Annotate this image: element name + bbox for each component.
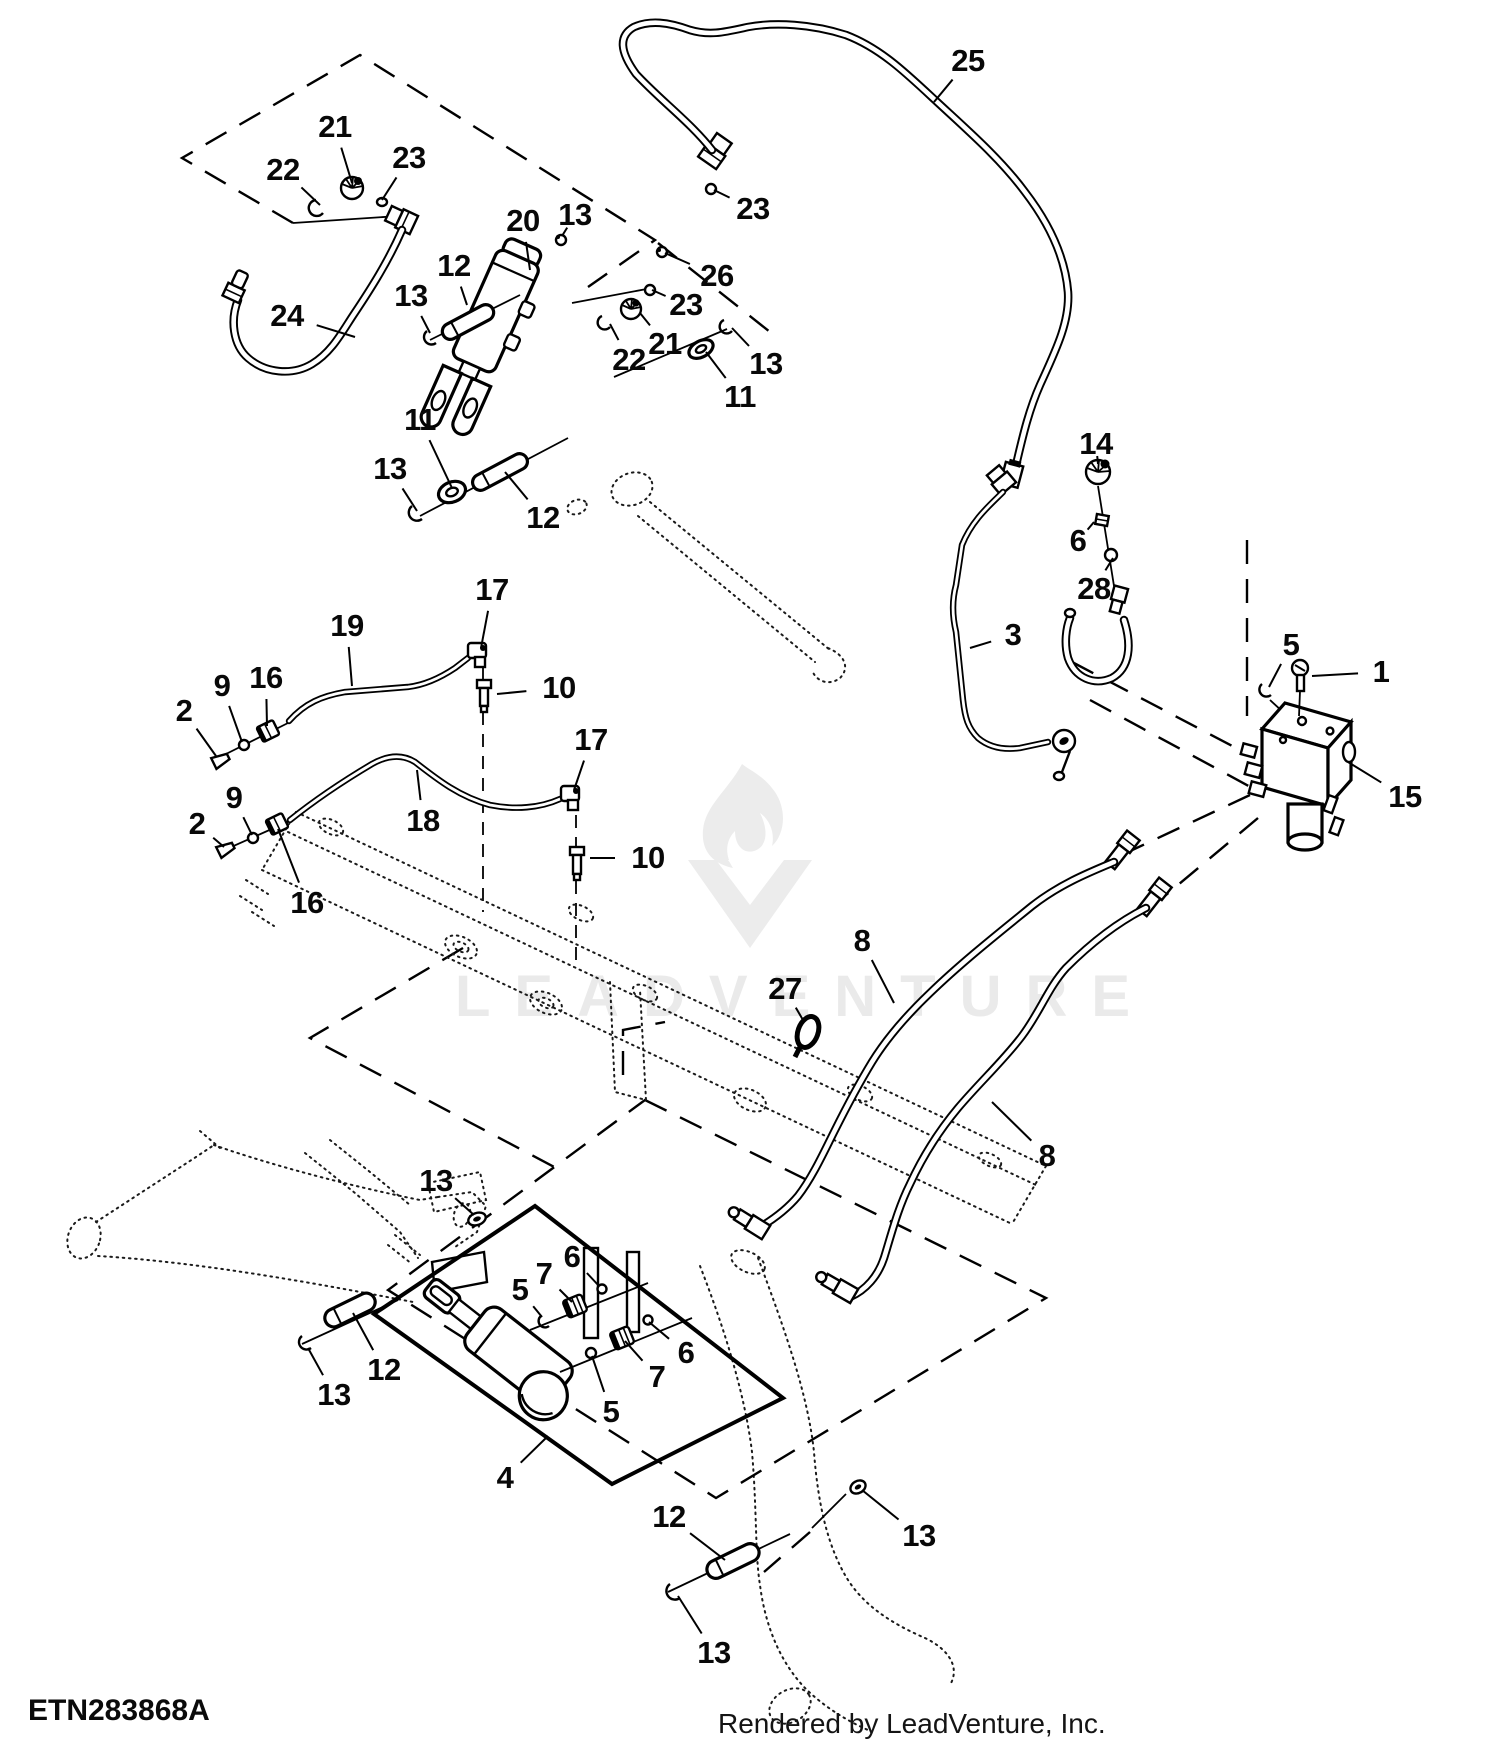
fitting-14-chain [1061,458,1133,686]
callout-26: 26 [700,258,734,293]
callout-13: 13 [419,1163,453,1198]
ghost-bellcrank [566,471,847,684]
alignment-dashes [179,53,1285,1573]
callout-6: 6 [1069,523,1087,558]
bolt-10b [568,845,586,882]
hose-8-right [815,875,1174,1305]
callout-6: 6 [563,1239,581,1274]
ghost-rockshaft [66,1130,488,1303]
render-credit: Rendered by LeadVenture, Inc. [718,1708,1106,1739]
callout-13: 13 [317,1377,351,1412]
fitting-21a [339,175,365,201]
callout-11: 11 [404,402,436,437]
callout-23: 23 [669,287,703,322]
callout-25: 25 [951,43,985,78]
callout-leader-lines [195,78,1382,1635]
drawing-number: ETN283868A [28,1694,210,1727]
clevis-fitting-chain [554,182,733,378]
pin-12-bottom [665,1533,791,1601]
washer-13-bottom-right [811,1479,867,1529]
callout-9: 9 [225,780,243,815]
callout-12: 12 [526,500,560,535]
callout-28: 28 [1077,571,1111,606]
callout-2: 2 [175,693,193,728]
callout-19: 19 [330,608,364,643]
callout-13: 13 [902,1518,936,1553]
callout-16: 16 [249,660,283,695]
ghost-mounting-bracket [239,811,1047,1225]
hose-25 [618,18,1073,490]
hose-24-assembly [220,175,420,376]
callout-5: 5 [511,1272,529,1307]
elbow-17a [466,641,488,669]
callout-22: 22 [266,152,300,187]
callout-12: 12 [367,1352,401,1387]
callout-14: 14 [1079,426,1113,461]
callout-16: 16 [290,885,324,920]
tube-19-assembly [209,641,493,771]
callout-6: 6 [677,1335,695,1370]
callout-13: 13 [394,278,428,313]
callout-3: 3 [1004,617,1022,652]
callout-20: 20 [506,203,540,238]
callout-7: 7 [648,1359,666,1394]
callout-8: 8 [853,923,871,958]
callout-12: 12 [437,248,471,283]
valve-solenoid [1286,793,1345,852]
callout-17: 17 [475,572,509,607]
clip-27 [792,1014,822,1059]
callout-1: 1 [1372,654,1390,689]
leadventure-v-icon [688,860,812,948]
callout-10: 10 [542,670,576,705]
callout-13: 13 [697,1635,731,1670]
callout-22: 22 [612,342,646,377]
callout-10: 10 [631,840,665,875]
valve-ports [1239,741,1268,799]
elbow-17b [559,784,581,812]
callout-13: 13 [558,197,592,232]
callout-18: 18 [406,803,440,838]
callout-8: 8 [1038,1138,1056,1173]
callout-15: 15 [1388,779,1422,814]
callout-21: 21 [318,109,352,144]
callout-13: 13 [749,346,783,381]
callout-12: 12 [652,1499,686,1534]
cylinder-4 [422,1277,574,1422]
tube-3 [949,463,1077,782]
flame-icon [702,764,783,868]
pin-12-left [297,1291,399,1351]
callout-2: 2 [188,806,206,841]
fitting-14 [1084,458,1112,486]
bolt-10a [475,678,493,714]
callout-17: 17 [574,722,608,757]
callout-9: 9 [213,668,231,703]
callout-21: 21 [648,326,682,361]
callout-11: 11 [724,379,756,414]
hose-8-left [727,828,1142,1241]
leadventure-watermark: LEADVENTURE [455,764,1154,1029]
fitting-21b [619,297,643,321]
cylinder-20 [419,237,543,437]
bolt-1 [1290,658,1310,717]
callout-5: 5 [1282,627,1300,662]
callout-4: 4 [496,1460,514,1495]
valve-block-15 [1239,701,1357,852]
callout-27: 27 [768,971,802,1006]
callout-7: 7 [535,1256,553,1291]
callout-23: 23 [736,191,770,226]
pin-12a [422,294,521,346]
tube-18-assembly [214,753,586,882]
watermark-text: LEADVENTURE [455,964,1154,1029]
pin-12b [407,437,569,522]
callout-24: 24 [270,298,304,333]
callout-5: 5 [602,1394,620,1429]
ghost-upper-pedal [304,1139,488,1259]
ghost-lower-pedal [699,1249,955,1731]
snap-ring-5 [1258,683,1272,698]
washer-13-plate [467,1211,487,1227]
callout-23: 23 [392,140,426,175]
callout-13: 13 [373,451,407,486]
